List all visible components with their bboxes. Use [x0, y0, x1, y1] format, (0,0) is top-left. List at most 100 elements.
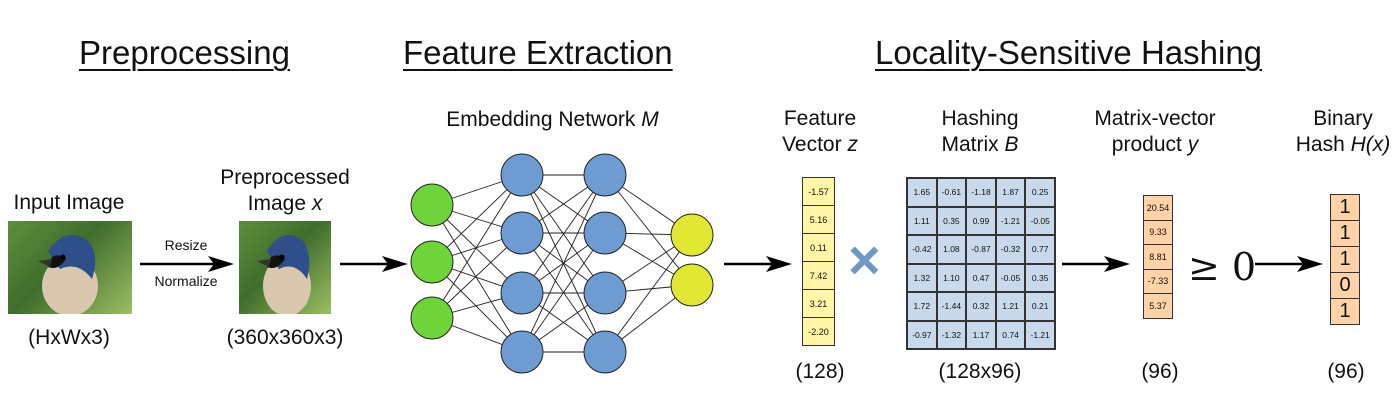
- preprocessed-line2-text: Image: [247, 192, 312, 215]
- product-var: y: [1187, 133, 1199, 156]
- feature-vector-line2: Vector z: [770, 132, 870, 158]
- vector-cell: 7.42: [802, 261, 835, 290]
- binary-hash-var: H(x): [1350, 133, 1391, 156]
- matrix-cell: 1.72: [907, 292, 937, 321]
- arrow-to-feature-vector: [724, 256, 792, 272]
- matrix-cell: 1.65: [907, 178, 937, 207]
- vector-cell: 8.81: [1143, 244, 1173, 270]
- preprocessed-line1: Preprocessed: [220, 166, 350, 189]
- vector-cell: 5.16: [802, 205, 835, 234]
- hidden-neuron: [583, 271, 627, 315]
- hashing-matrix-var: B: [1004, 133, 1019, 156]
- bird-image-icon: [257, 234, 311, 314]
- matrix-cell: 0.32: [966, 292, 996, 321]
- hashing-matrix: 1.65 -0.61 -1.18 1.87 0.25 1.11 0.35 0.9…: [906, 177, 1056, 350]
- network-edge: [521, 232, 606, 353]
- vector-cell: -1.57: [802, 177, 835, 206]
- heading-preprocessing: Preprocessing: [79, 34, 290, 71]
- binary-hash-label: Binary Hash H(x): [1286, 106, 1400, 158]
- resize-label: Resize: [164, 237, 208, 253]
- network-title: Embedding Network M: [420, 107, 685, 133]
- hidden-neuron: [583, 153, 627, 197]
- input-neuron: [410, 183, 454, 227]
- binary-hash-dims: (96): [1327, 360, 1365, 383]
- bit-cell: 0: [1330, 272, 1360, 299]
- multiply-icon: ×: [848, 228, 881, 291]
- matrix-cell: -0.05: [995, 263, 1026, 292]
- threshold-label: ≥ 0: [1188, 245, 1257, 289]
- network-edge: [431, 204, 523, 353]
- network-title-text: Embedding Network: [446, 108, 642, 131]
- arrow-to-binary-hash: [1255, 256, 1323, 272]
- matrix-cell: -0.97: [907, 320, 937, 349]
- matrix-cell: 0.35: [1025, 263, 1055, 292]
- vector-cell: 20.54: [1143, 195, 1173, 221]
- feature-vector-var: z: [847, 133, 858, 156]
- network-var: M: [641, 108, 659, 131]
- binary-hash-vector: 1 1 1 0 1: [1330, 194, 1360, 325]
- hidden-neuron: [500, 211, 544, 255]
- hashing-matrix-line2-text: Matrix: [941, 133, 1005, 156]
- hashing-matrix-line2: Matrix B: [905, 132, 1055, 158]
- matrix-cell: 0.21: [1025, 292, 1055, 321]
- product-dims: (96): [1141, 360, 1179, 383]
- output-neuron: [670, 213, 714, 257]
- network-edge: [604, 174, 693, 286]
- embedding-network: [410, 153, 714, 374]
- bird-image-icon: [38, 234, 98, 314]
- arrow-to-network: [340, 256, 408, 272]
- matrix-cell: 0.25: [1025, 178, 1055, 207]
- feature-vector: -1.57 5.16 0.11 7.42 3.21 -2.20: [802, 177, 835, 346]
- vector-cell: 5.37: [1143, 293, 1173, 319]
- preprocessed-line2: Image x: [205, 191, 365, 217]
- matrix-cell: -1.21: [995, 206, 1026, 235]
- bit-cell: 1: [1330, 298, 1360, 325]
- feature-vector-line2-text: Vector: [782, 133, 848, 156]
- heading-feature-extraction: Feature Extraction: [403, 34, 673, 71]
- input-image-label: Input Image: [13, 191, 125, 214]
- matrix-cell: 1.87: [995, 178, 1026, 207]
- matrix-cell: 1.32: [907, 263, 937, 292]
- bit-cell: 1: [1330, 246, 1360, 273]
- hashing-matrix-label: Hashing Matrix B: [905, 106, 1055, 158]
- vector-cell: 0.11: [802, 233, 835, 262]
- matrix-cell: -0.32: [995, 235, 1026, 264]
- hidden-neuron: [583, 211, 627, 255]
- bit-cell: 1: [1330, 220, 1360, 247]
- matrix-cell: 0.47: [966, 263, 996, 292]
- matrix-cell: 0.77: [1025, 235, 1055, 264]
- matrix-cell: 1.17: [966, 320, 996, 349]
- matrix-cell: 1.08: [936, 235, 967, 264]
- vector-cell: -7.33: [1143, 268, 1173, 294]
- matrix-cell: -0.87: [966, 235, 996, 264]
- hashing-matrix-line1: Hashing: [941, 107, 1019, 130]
- feature-vector-label: Feature Vector z: [770, 106, 870, 158]
- product-vector: 20.54 9.33 8.81 -7.33 5.37: [1143, 195, 1173, 319]
- feature-vector-dims: (128): [795, 360, 845, 383]
- arrow-to-product: [1062, 256, 1130, 272]
- arrow-resize-normalize: [140, 256, 234, 272]
- normalize-label: Normalize: [154, 273, 218, 289]
- binary-hash-line2: Hash H(x): [1286, 132, 1400, 158]
- binary-hash-line1: Binary: [1313, 107, 1373, 130]
- preprocessed-var: x: [311, 192, 323, 215]
- binary-hash-line2-text: Hash: [1295, 133, 1351, 156]
- matrix-cell: 0.99: [966, 206, 996, 235]
- matrix-cell: -1.21: [1025, 320, 1055, 349]
- hidden-neuron: [500, 330, 544, 374]
- matrix-cell: -0.61: [936, 178, 967, 207]
- input-neuron: [410, 240, 454, 284]
- network-edge: [521, 174, 606, 294]
- matrix-cell: -0.05: [1025, 206, 1055, 235]
- hidden-neuron: [583, 330, 627, 374]
- matrix-cell: 1.21: [995, 292, 1026, 321]
- matrix-cell: 1.10: [936, 263, 967, 292]
- product-line2-text: product: [1111, 133, 1188, 156]
- feature-vector-line1: Feature: [783, 107, 857, 130]
- hidden-neuron: [500, 153, 544, 197]
- matrix-cell: 1.11: [907, 206, 937, 235]
- network-edge: [604, 234, 693, 353]
- network-edge: [521, 174, 606, 353]
- hidden-neuron: [500, 271, 544, 315]
- preprocessed-label: Preprocessed Image x: [205, 165, 365, 217]
